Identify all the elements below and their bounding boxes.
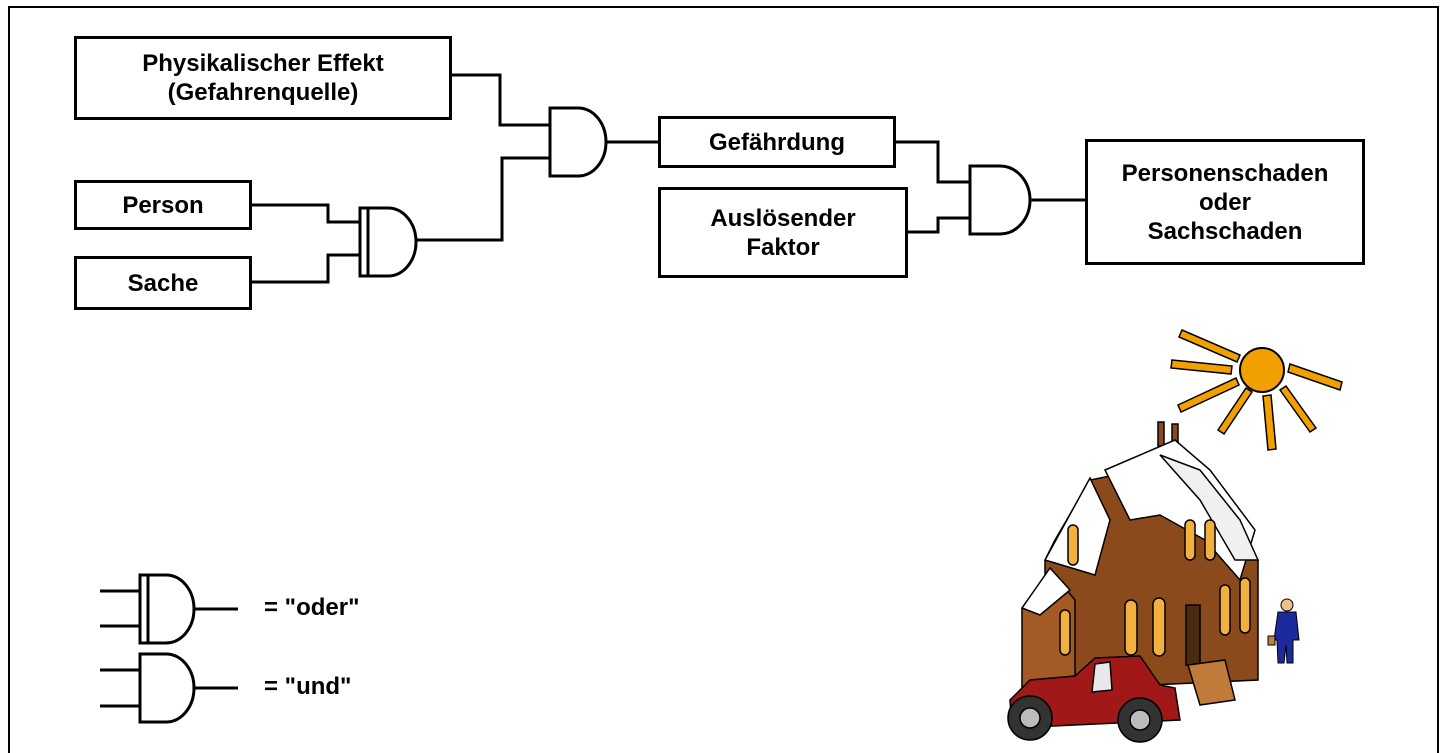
legend-and-gate [138,652,196,724]
car-icon [1007,655,1181,743]
wire-or-to-gate1 [416,156,550,242]
and-gate-2 [968,164,1032,236]
or-gate [358,206,418,278]
legend-and-label: = "und" [264,673,352,700]
node-trigger: Auslösender Faktor [658,187,908,278]
wire-effect-to-gate1 [450,73,550,127]
and-gate-1 [548,106,608,178]
diagram-frame [8,6,1439,753]
node-hazard: Gefährdung [658,116,896,168]
sun-icon [1170,329,1343,451]
wire-person-to-or [250,203,360,224]
legend-or-label: = "oder" [264,594,360,621]
person-icon [1267,598,1300,664]
node-damage: Personenschaden oder Sachschaden [1085,139,1365,265]
legend-or-gate [138,573,196,645]
wire-trigger-to-gate2 [906,216,970,234]
node-physical-effect: Physikalischer Effekt (Gefahrenquelle) [74,36,452,120]
house-icon [1020,421,1260,706]
wire-sache-to-or [250,253,360,284]
wire-hazard-to-gate2 [894,140,970,184]
node-thing: Sache [74,256,252,310]
node-person: Person [74,180,252,230]
